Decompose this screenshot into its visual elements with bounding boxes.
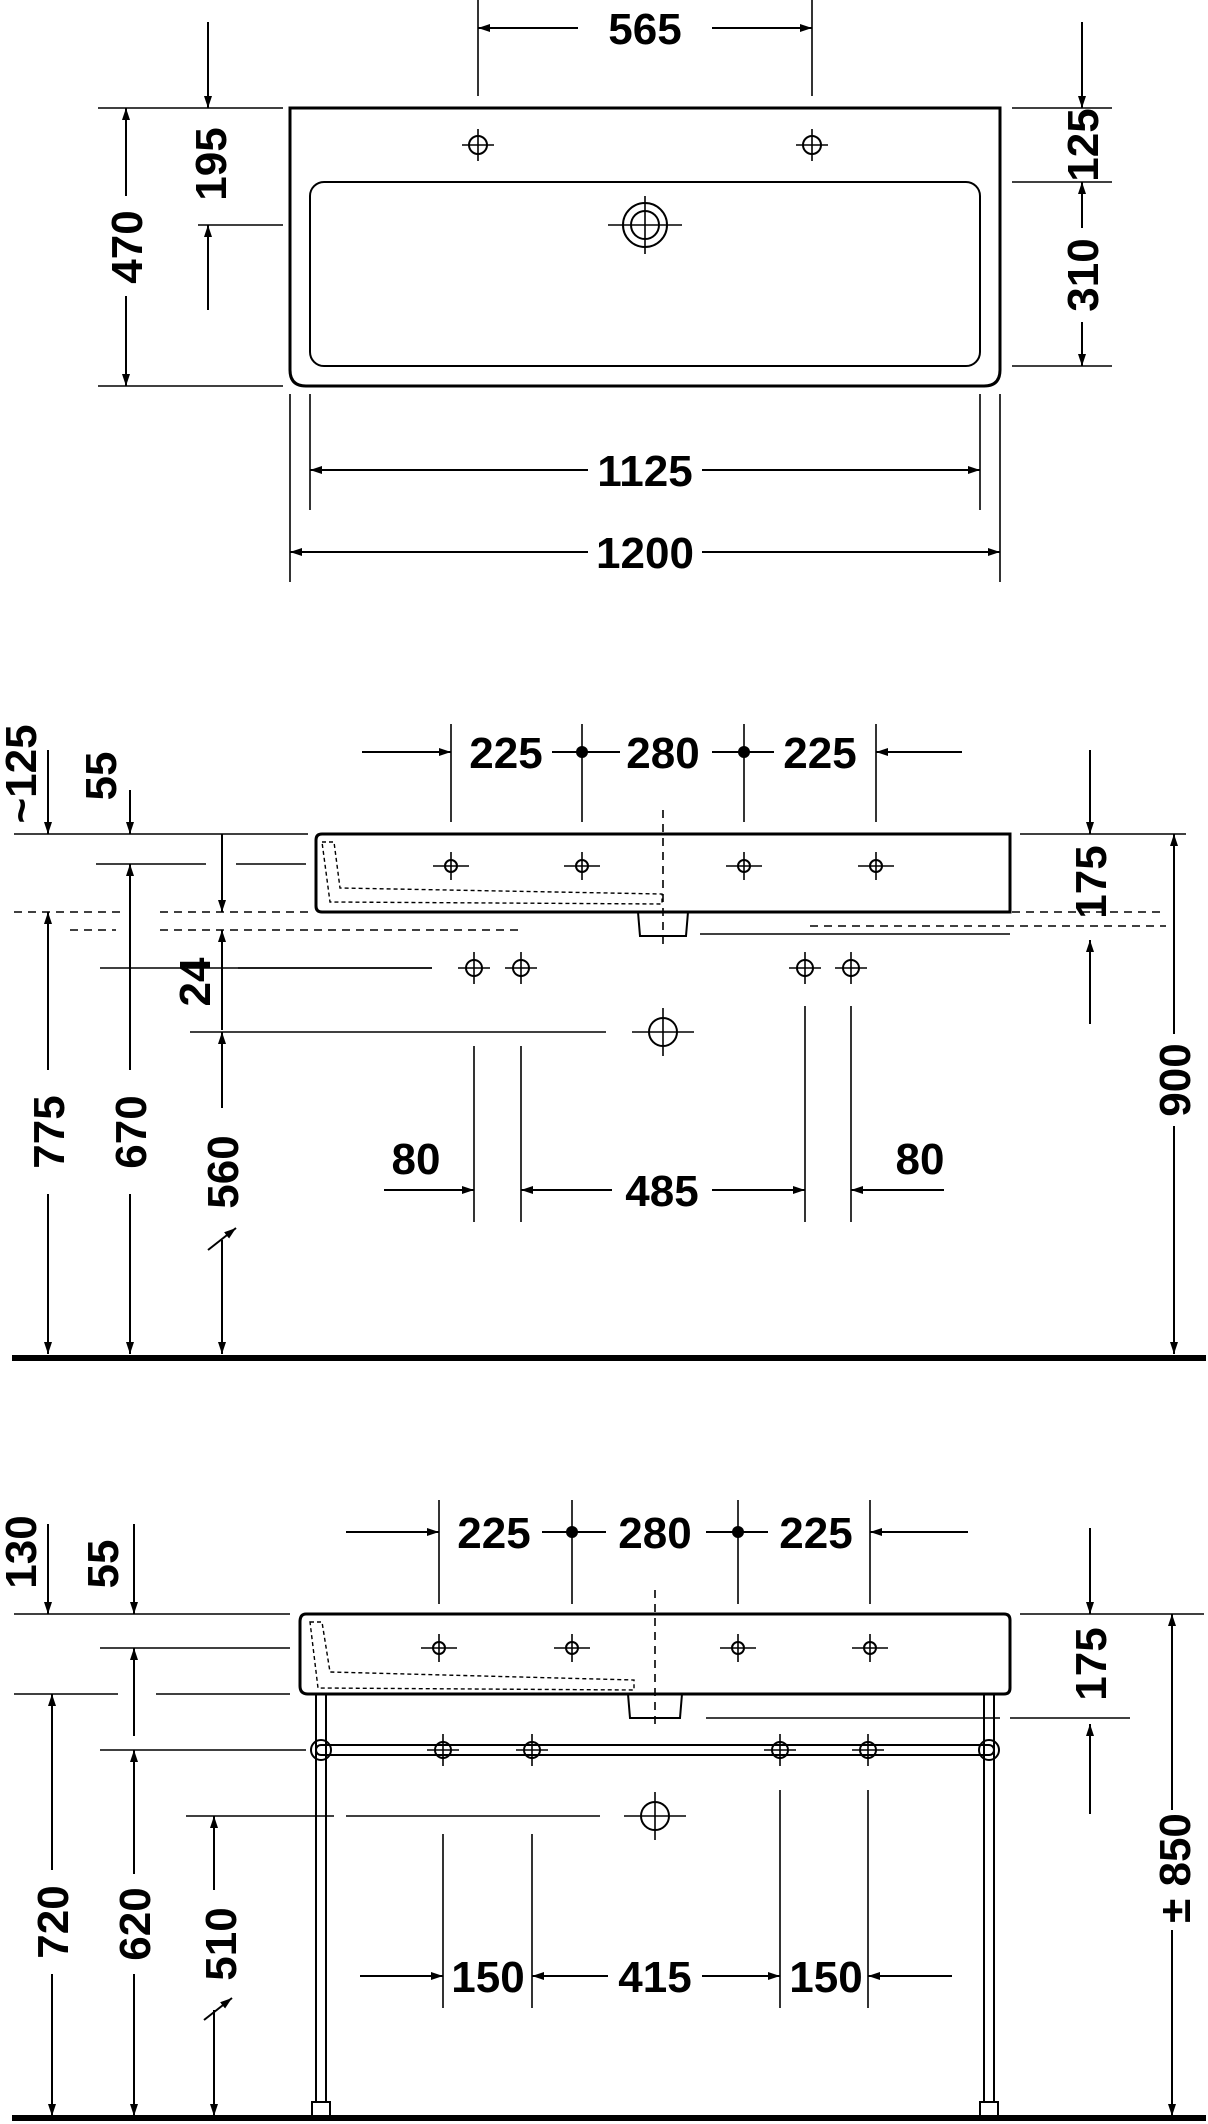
- dim-side-left-stand: 150: [451, 1953, 524, 2002]
- towel-rail: [315, 1744, 995, 1756]
- dim-height-right-stand: 175: [1067, 1627, 1116, 1700]
- dim-hole-a-stand: 225: [457, 1509, 530, 1558]
- front-view-wall: 225 280 225 ~125 55 24 775 670 560 175 9…: [0, 724, 1206, 1361]
- dim-side-right-stand: 150: [789, 1953, 862, 2002]
- waste-connection-icon: [624, 1792, 686, 1840]
- fixing-hole-icon: [516, 1734, 548, 1766]
- basin-front: [314, 832, 1012, 914]
- top-view: 565 195 470 125 310 1125 1200: [98, 0, 1112, 582]
- fixing-hole-icon: [427, 1734, 459, 1766]
- dim-h620: 620: [111, 1887, 160, 1960]
- dim-depth: 470: [103, 210, 152, 283]
- hole-marker-icon: [858, 852, 894, 880]
- dim-side-left: 80: [392, 1135, 441, 1184]
- fixing-hole-icon: [852, 1734, 884, 1766]
- fixing-hole-icon: [458, 952, 490, 984]
- dim-center: 485: [625, 1167, 698, 1216]
- hole-marker-icon: [433, 852, 469, 880]
- dim-gap: 24: [171, 957, 220, 1006]
- dim-total-width: 1200: [596, 529, 694, 578]
- dim-hole-a: 225: [469, 729, 542, 778]
- dim-tap-offset: 195: [187, 127, 236, 200]
- fixing-hole-icon: [764, 1734, 796, 1766]
- dim-h510: 510: [197, 1907, 246, 1980]
- fixing-hole-icon: [789, 952, 821, 984]
- hole-marker-icon: [554, 1634, 590, 1662]
- tap-hole-left-icon: [462, 129, 494, 161]
- dim-h560: 560: [199, 1135, 248, 1208]
- waste-connection-icon: [632, 1008, 694, 1056]
- hole-marker-icon: [421, 1634, 457, 1662]
- bowl-outline: [309, 181, 981, 367]
- hole-marker-icon: [726, 852, 762, 880]
- dim-center-stand: 415: [618, 1953, 691, 2002]
- dim-hole-b-stand: 280: [618, 1509, 691, 1558]
- dim-top-approx: ~125: [0, 724, 46, 823]
- hole-marker-icon: [564, 852, 600, 880]
- dim-h670: 670: [107, 1095, 156, 1168]
- dim-h900: 900: [1151, 1043, 1200, 1116]
- drain-icon: [608, 196, 682, 254]
- dim-bowl-depth: 310: [1059, 238, 1108, 311]
- dim-top-stand: 130: [0, 1515, 46, 1588]
- fixing-hole-icon: [505, 952, 537, 984]
- front-view-stand: 225 280 225 130 55 720 620 510 175 ± 850…: [0, 1500, 1206, 2121]
- dim-bowl-width: 1125: [597, 447, 692, 496]
- tap-hole-right-icon: [796, 129, 828, 161]
- dim-rim-front: 125: [1059, 108, 1108, 181]
- dim-h850: ± 850: [1151, 1813, 1200, 1923]
- pointer-arrow-icon: [207, 1227, 237, 1251]
- dim-height-right: 175: [1067, 845, 1116, 918]
- hole-marker-icon: [852, 1634, 888, 1662]
- hole-marker-icon: [720, 1634, 756, 1662]
- overflow-channel: [321, 841, 663, 905]
- fixing-hole-icon: [835, 952, 867, 984]
- dim-h775: 775: [25, 1095, 74, 1168]
- dim-h720: 720: [29, 1885, 78, 1958]
- pointer-arrow-icon: [203, 1997, 233, 2021]
- basin-outline: [288, 106, 1002, 388]
- dim-rim-stand: 55: [79, 1540, 128, 1589]
- dim-hole-b: 280: [626, 729, 699, 778]
- dim-rim: 55: [77, 752, 126, 801]
- dim-side-right: 80: [896, 1135, 945, 1184]
- dim-hole-c-stand: 225: [779, 1509, 852, 1558]
- basin-front-stand: [298, 1612, 1012, 1696]
- overflow-channel-stand: [309, 1621, 635, 1691]
- dim-hole-c: 225: [783, 729, 856, 778]
- dim-tap-spacing: 565: [608, 5, 681, 54]
